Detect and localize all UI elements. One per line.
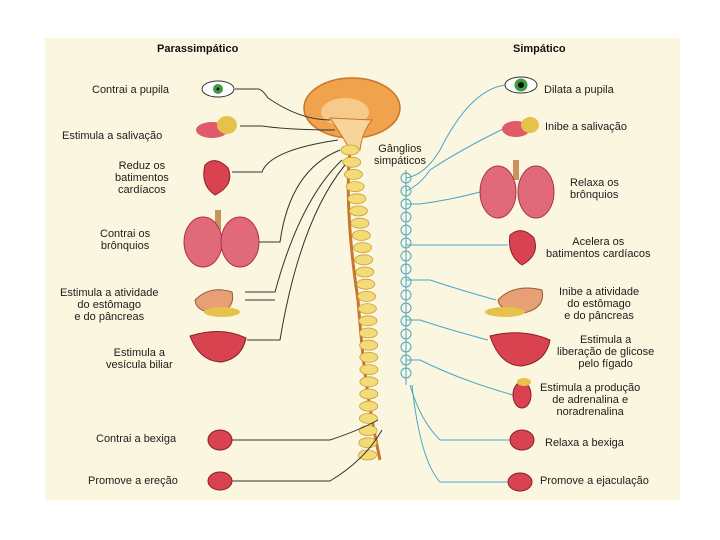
ganglion	[400, 341, 412, 353]
brain-illustration	[303, 77, 401, 151]
sympathetic-ganglia-chain	[400, 170, 412, 385]
left-lungs-icon	[183, 210, 260, 268]
vertebra	[359, 364, 379, 376]
parasympathetic-nerves	[232, 88, 383, 482]
parasympathetic-heading: Parassimpático	[157, 43, 239, 55]
left-salivary-gland-icon	[196, 116, 237, 138]
vertebra	[351, 229, 371, 241]
left-eye-icon	[201, 80, 235, 98]
label-stimulate-stomach: Estimula a atividade do estômago e do pâ…	[60, 287, 159, 323]
right-bladder-icon	[509, 429, 535, 451]
right-liver-icon	[489, 332, 551, 367]
ganglion	[400, 276, 412, 288]
vertebra	[358, 327, 378, 339]
parasympathetic-nerve	[259, 149, 341, 243]
sympathetic-nerve	[405, 127, 506, 192]
sympathetic-nerves	[405, 84, 514, 483]
vertebra	[357, 290, 377, 302]
label-relax-bladder: Relaxa a bexiga	[545, 437, 624, 449]
ganglion	[400, 328, 412, 340]
vertebra	[342, 156, 362, 168]
ganglia-label: Gânglios simpáticos	[374, 143, 426, 167]
vertebra	[357, 303, 377, 315]
label-reduce-heartbeat: Reduz os batimentos cardíacos	[115, 160, 169, 196]
vertebra	[345, 181, 365, 193]
label-contract-bladder: Contrai a bexiga	[96, 433, 177, 445]
parasympathetic-nerve	[232, 139, 339, 173]
right-adrenal-kidney-icon	[512, 378, 532, 409]
ganglion	[400, 263, 412, 275]
parasympathetic-nerve	[235, 88, 331, 121]
vertebrae	[340, 144, 379, 461]
parasympathetic-nerve	[232, 419, 379, 441]
sympathetic-nerve	[406, 319, 489, 341]
right-heart-icon	[509, 230, 536, 266]
left-heart-icon	[203, 160, 231, 196]
label-promote-erection: Promove a ereção	[88, 475, 178, 487]
vertebra	[354, 254, 374, 266]
vertebra	[347, 193, 367, 205]
label-stimulate-gallbladder: Estimula a vesícula biliar	[106, 347, 173, 371]
vertebra	[358, 425, 378, 437]
ganglion	[400, 185, 412, 197]
vertebra	[358, 315, 378, 327]
right-salivary-gland-icon	[502, 117, 539, 137]
parasympathetic-nerve	[247, 164, 346, 341]
vertebra	[359, 388, 379, 400]
label-inhibit-stomach: Inibe a atividade do estômago e do pâncr…	[559, 286, 640, 322]
label-contract-pupil: Contrai a pupila	[92, 84, 170, 96]
vertebra	[359, 339, 379, 351]
vertebra	[353, 242, 372, 254]
parasympathetic-nerve	[232, 429, 383, 482]
right-lungs-icon	[479, 160, 555, 219]
sympathetic-heading: Simpático	[513, 43, 566, 55]
label-contract-bronchi: Contrai os brônquios	[100, 228, 151, 252]
vertebra	[344, 168, 363, 180]
ganglion	[400, 172, 412, 184]
label-inhibit-salivation: Inibe a salivação	[545, 121, 627, 133]
left-bladder-icon	[207, 429, 233, 451]
ganglion	[400, 289, 412, 301]
ganglion	[400, 224, 412, 236]
sympathetic-nerve	[411, 384, 508, 483]
vertebra	[359, 376, 379, 388]
vertebra	[350, 217, 370, 229]
vertebra	[359, 351, 379, 363]
vertebra	[355, 266, 375, 278]
left-stomach-icon	[194, 289, 240, 317]
label-stimulate-salivation: Estimula a salivação	[62, 130, 163, 142]
label-promote-ejaculation: Promove a ejaculação	[540, 475, 649, 487]
parasympathetic-nerve	[240, 125, 336, 131]
vertebra	[356, 278, 376, 290]
ganglion	[400, 367, 412, 379]
label-glucose-release: Estimula a liberação de glicose pelo fíg…	[557, 334, 655, 370]
vertebra	[359, 400, 379, 412]
label-dilate-pupil: Dilata a pupila	[544, 84, 614, 96]
right-stomach-icon	[485, 287, 544, 317]
ganglion	[400, 250, 412, 262]
ganglion	[400, 237, 412, 249]
label-adrenaline-production: Estimula a produção de adrenalina e nora…	[540, 382, 641, 418]
ganglion	[400, 315, 412, 327]
sympathetic-nerve	[406, 359, 514, 396]
sympathetic-nerve	[405, 84, 506, 179]
right-genital-icon	[507, 472, 533, 492]
vertebra	[358, 449, 377, 461]
ganglion	[400, 211, 412, 223]
vertebra	[358, 412, 378, 424]
vertebra	[348, 205, 368, 217]
parasympathetic-nerve	[245, 159, 343, 293]
label-accelerate-heartbeat: Acelera os batimentos cardíacos	[546, 236, 651, 260]
vertebra	[340, 144, 360, 156]
left-genital-icon	[207, 471, 233, 491]
sympathetic-nerve	[406, 191, 481, 205]
right-eye-icon	[504, 76, 538, 94]
ganglion	[400, 302, 412, 314]
sympathetic-nerve	[409, 384, 510, 441]
sympathetic-nerve	[406, 279, 497, 301]
label-relax-bronchi: Relaxa os brônquios	[570, 177, 619, 201]
left-liver-icon	[189, 331, 247, 363]
